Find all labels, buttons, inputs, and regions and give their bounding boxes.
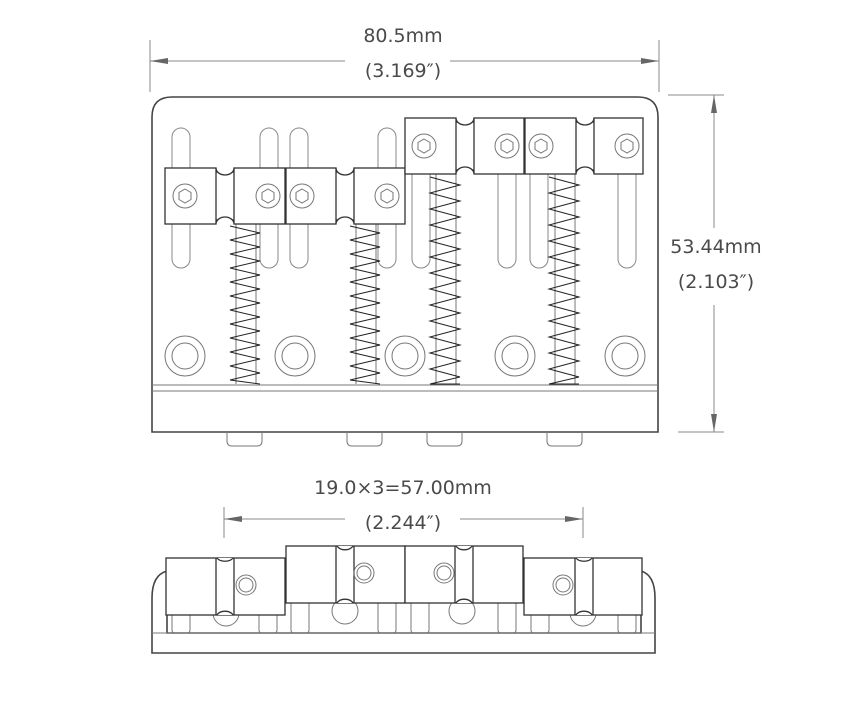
front-saddle-3: [404, 545, 524, 604]
saddles-top: [164, 117, 644, 225]
spring-3: [428, 174, 462, 385]
spacing-inch-label: (2.244″): [365, 512, 441, 534]
front-saddle-2: [285, 545, 406, 604]
saddle-1: [164, 167, 286, 225]
string-ferrules: [226, 432, 583, 447]
spring-1: [229, 224, 261, 385]
front-saddle-4: [523, 557, 643, 616]
width-mm-label: 80.5mm: [363, 25, 442, 47]
spring-2: [349, 224, 381, 385]
springs: [229, 174, 581, 385]
saddle-3: [404, 117, 525, 175]
string-spacing-dimension: 19.0×3=57.00mm (2.244″): [223, 477, 584, 538]
height-screws: [171, 603, 637, 634]
front-view: [151, 545, 656, 654]
top-view: [151, 96, 659, 447]
saddle-4: [524, 117, 644, 175]
width-dimension: 80.5mm (3.169″): [149, 25, 660, 92]
width-inch-label: (3.169″): [365, 60, 441, 82]
saddles-front: [165, 545, 643, 616]
height-mm-label: 53.44mm: [670, 236, 761, 258]
front-saddle-1: [165, 557, 286, 616]
spring-4: [547, 174, 581, 385]
height-dimension: 53.44mm (2.103″): [668, 94, 762, 433]
height-inch-label: (2.103″): [678, 271, 754, 293]
spacing-mm-label: 19.0×3=57.00mm: [314, 477, 492, 499]
saddle-2: [285, 167, 406, 225]
mounting-holes: [164, 335, 646, 377]
